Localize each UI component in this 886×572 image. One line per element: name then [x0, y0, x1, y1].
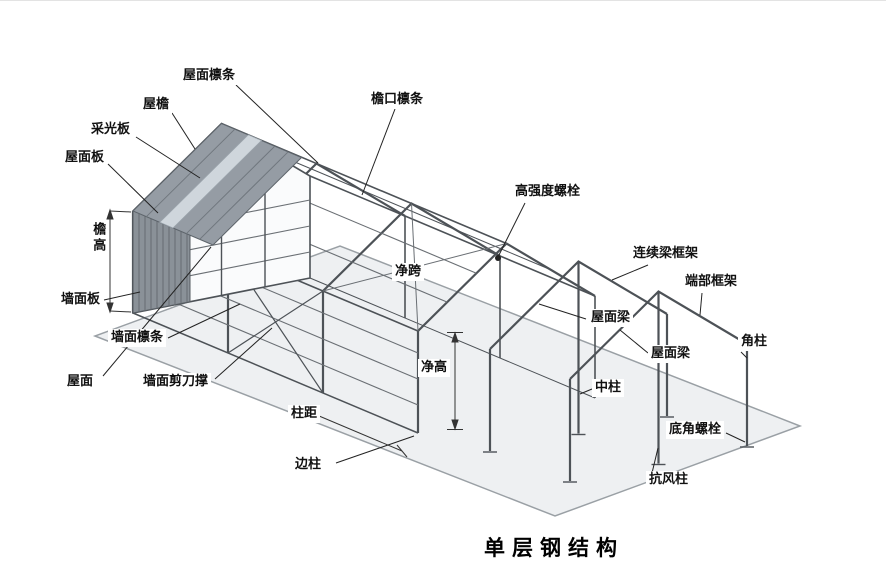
label-wind-column: 抗风柱 [646, 471, 692, 490]
label-middle-column: 中柱 [592, 379, 625, 398]
bolt-marker [495, 255, 501, 261]
label-wall-cross-bracing: 墙面剪刀撑 [140, 373, 212, 392]
label-eave-height: 檐高 [88, 219, 107, 257]
label-roof-beam-1: 屋面梁 [588, 309, 634, 328]
continuous-beam-frame-shape [483, 260, 674, 453]
label-eave-purlin: 檐口檩条 [368, 91, 427, 110]
label-eave: 屋檐 [140, 96, 173, 115]
label-skylight-panel: 采光板 [88, 121, 134, 140]
label-corner-column: 角柱 [738, 333, 771, 352]
dimension-lines [106, 208, 463, 458]
label-side-column: 边柱 [292, 456, 325, 475]
label-continuous-beam-frame: 连续梁框架 [630, 245, 702, 264]
label-wall-panel: 墙面板 [58, 291, 104, 310]
label-clear-span: 净跨 [392, 263, 425, 282]
label-anchor-bolt: 底角螺栓 [666, 421, 725, 440]
label-clear-height: 净高 [418, 359, 451, 378]
building-far-side [265, 149, 596, 399]
label-wall-purlin: 墙面檩条 [108, 329, 167, 348]
skylight-strip [158, 134, 263, 229]
label-column-spacing: 柱距 [288, 405, 321, 424]
leader-lines [102, 84, 748, 474]
label-roof-panel: 屋面板 [62, 149, 108, 168]
diagram-title: 单层钢结构 [484, 532, 624, 562]
label-roof-beam-2: 屋面梁 [648, 345, 694, 364]
label-roof-purlin: 屋面檩条 [180, 67, 239, 86]
label-roof: 屋面 [64, 373, 97, 392]
label-high-strength-bolt: 高强度螺栓 [512, 183, 584, 202]
end-frame-shape [563, 290, 754, 483]
label-end-frame: 端部框架 [682, 273, 741, 292]
roof-panel-shape [132, 122, 303, 246]
